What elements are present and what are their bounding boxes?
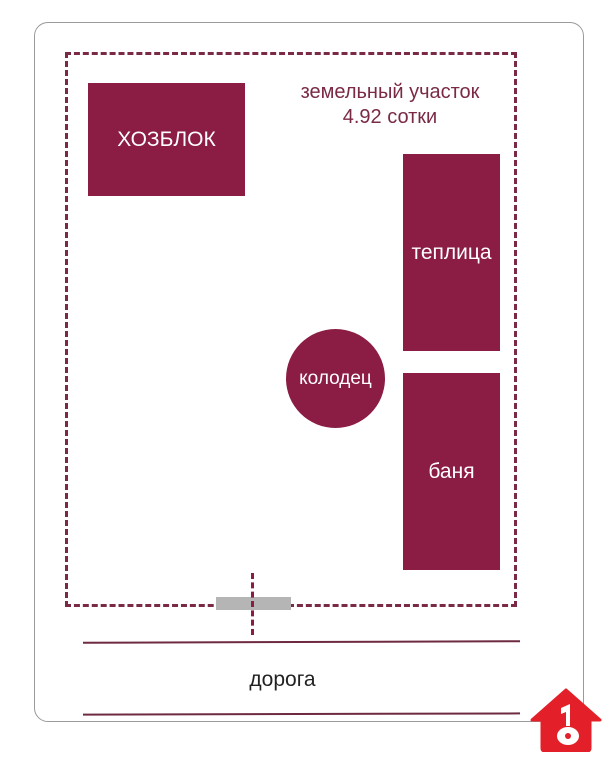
land-plot-boundary [65,52,517,607]
plot-title: земельный участок 4.92 сотки [270,80,510,130]
building-hozblok: ХОЗБЛОК [88,83,245,196]
building-banya-label: баня [428,459,475,483]
house-key-icon [530,688,602,752]
plot-area: 4.92 сотки [342,106,438,128]
well-kolodec: колодец [286,329,385,428]
building-banya: баня [403,373,500,570]
plot-title-line1: земельный участок [300,81,480,103]
building-hozblok-label: ХОЗБЛОК [117,127,216,151]
building-teplica: теплица [403,154,500,351]
well-kolodec-label: колодец [299,367,372,389]
building-teplica-label: теплица [411,240,492,264]
gate-marker [251,573,254,635]
road-label: дорога [249,668,316,691]
